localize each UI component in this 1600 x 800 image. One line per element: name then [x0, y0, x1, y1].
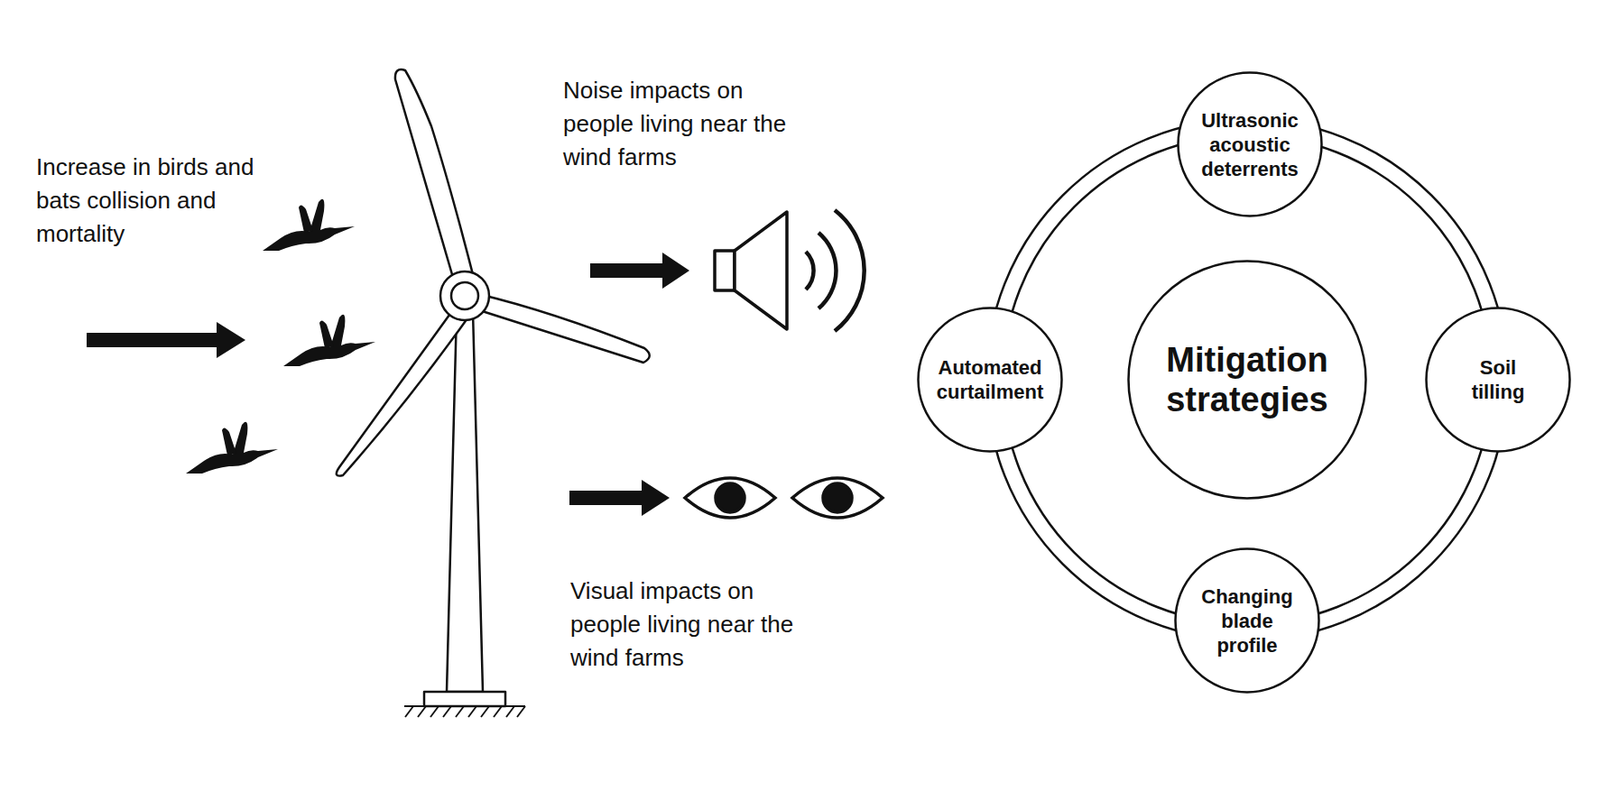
arrow [569, 480, 670, 517]
circle-outline [1127, 259, 1368, 500]
node-label: Ultrasonic acoustic deterrents [1186, 108, 1314, 182]
circle-outline [1424, 306, 1572, 454]
impact-label: Noise impacts on people living near the … [563, 73, 789, 175]
turbine-hub [451, 282, 479, 310]
node-label: Soil tilling [1452, 355, 1544, 405]
strategy-circle: Ultrasonic acoustic deterrents [1176, 71, 1323, 218]
node-label: Changing blade profile [1193, 584, 1302, 658]
strategy-circle: Changing blade profile [1174, 547, 1321, 694]
strategy-circle: Automated curtailment [916, 306, 1064, 454]
circle-outline [916, 306, 1064, 454]
ground-hatch [404, 706, 526, 718]
turbine-blade [476, 294, 650, 363]
strategy-circle: Soil tilling [1424, 306, 1572, 454]
arrow [86, 322, 246, 359]
turbine-base [424, 692, 506, 707]
speaker-icon [714, 210, 865, 332]
node-label: Mitigation strategies [1143, 340, 1351, 420]
turbine-blade [395, 69, 476, 287]
arrow [590, 252, 690, 289]
node-label: Automated curtailment [926, 355, 1054, 405]
eyes-icon [684, 478, 883, 518]
impact-label: Increase in birds and bats collision and… [36, 150, 258, 251]
turbine-tower [446, 311, 483, 693]
bird-icon [185, 422, 278, 474]
impact-label: Visual impacts on people living near the… [570, 574, 796, 676]
bird-icon [283, 314, 376, 367]
turbine-hub [440, 271, 490, 321]
central-circle: Mitigation strategies [1127, 259, 1368, 500]
bird-icon [262, 199, 355, 251]
turbine-blade [336, 305, 472, 477]
